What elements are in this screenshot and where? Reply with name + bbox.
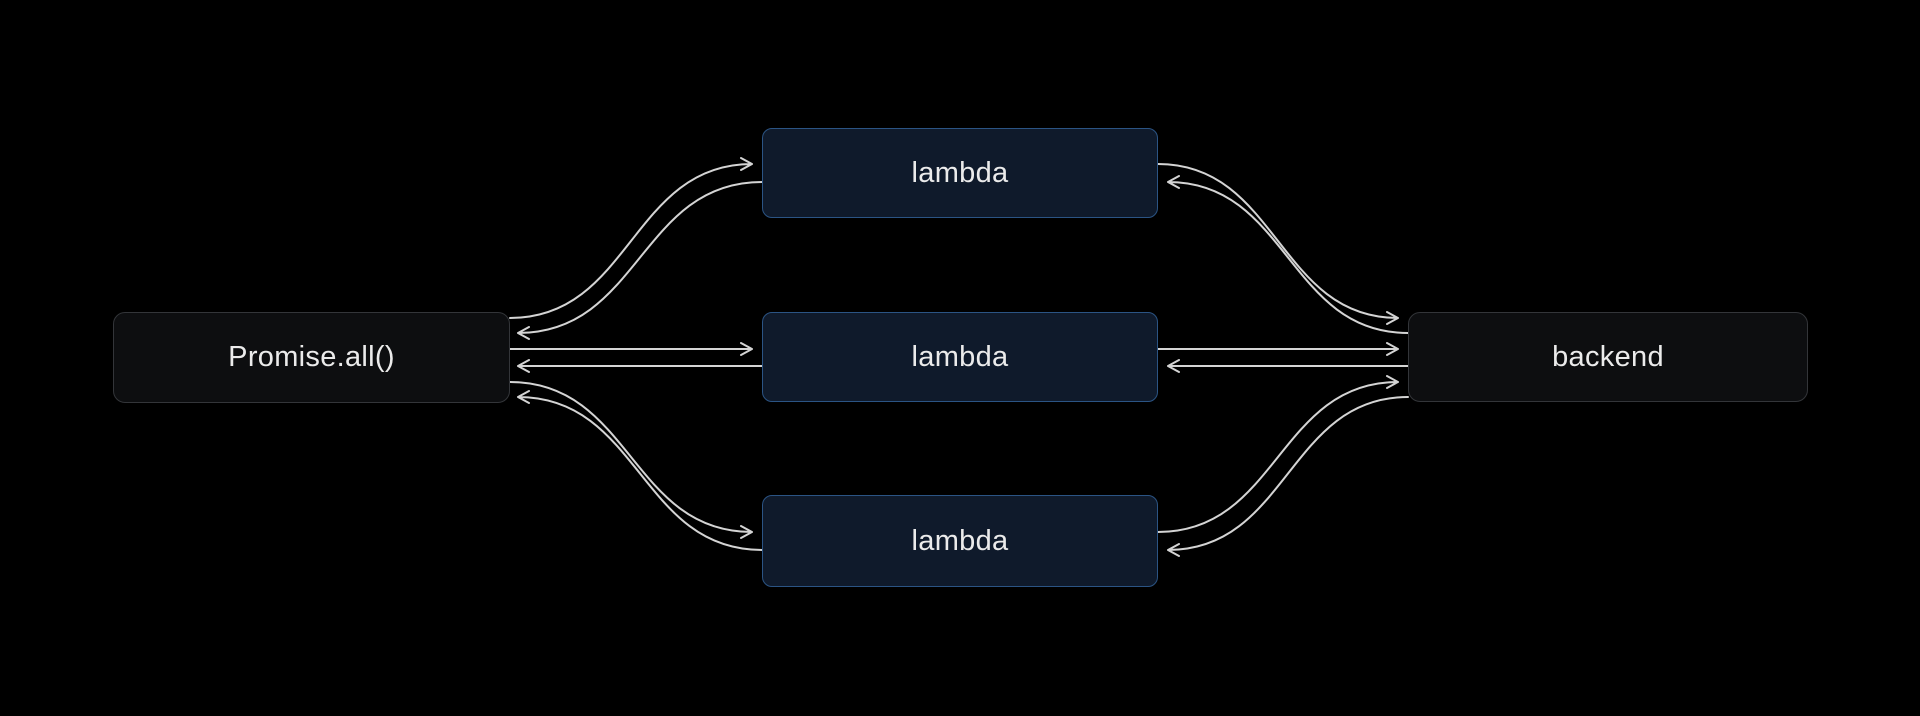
node-lambda-1-label: lambda	[911, 156, 1009, 189]
edge-promise-all-to-lambda-1	[509, 157, 753, 319]
node-promise-all-label: Promise.all()	[228, 341, 395, 373]
edge-lambda-2-to-promise-all	[517, 359, 763, 373]
edge-lambda-1-to-promise-all	[517, 181, 763, 340]
edge-promise-all-to-lambda-3	[509, 381, 753, 539]
edge-lambda-2-to-backend	[1157, 342, 1399, 356]
node-lambda-3[interactable]: lambda	[762, 495, 1158, 587]
edge-lambda-1-to-backend	[1157, 163, 1399, 325]
edge-backend-to-lambda-1	[1167, 175, 1409, 334]
edge-backend-to-lambda-3	[1167, 396, 1409, 557]
edge-promise-all-to-lambda-2	[509, 342, 753, 356]
node-backend-label: backend	[1552, 340, 1664, 373]
edge-lambda-3-to-promise-all	[517, 390, 763, 551]
node-lambda-3-label: lambda	[911, 524, 1009, 557]
node-promise-all[interactable]: Promise.all()	[113, 312, 510, 403]
node-lambda-2-label: lambda	[911, 340, 1009, 373]
edge-backend-to-lambda-2	[1167, 359, 1409, 373]
node-lambda-1[interactable]: lambda	[762, 128, 1158, 218]
node-lambda-2[interactable]: lambda	[762, 312, 1158, 402]
node-backend[interactable]: backend	[1408, 312, 1808, 402]
edge-lambda-3-to-backend	[1157, 375, 1399, 533]
